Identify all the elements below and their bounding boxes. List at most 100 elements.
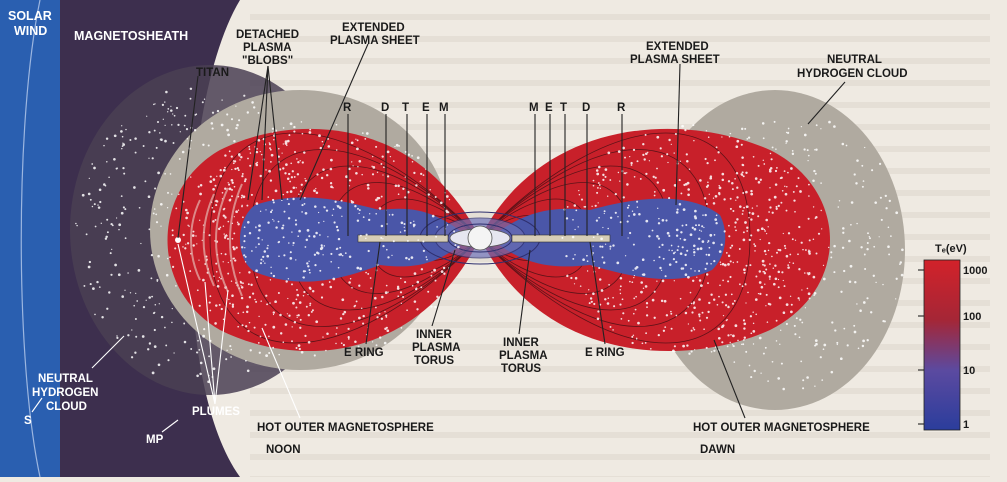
speckle-dot	[704, 197, 706, 199]
speckle-dot	[124, 208, 126, 210]
speckle-dot	[645, 285, 648, 288]
speckle-dot	[645, 134, 647, 136]
speckle-dot	[742, 164, 744, 166]
speckle-dot	[245, 256, 247, 258]
speckle-dot	[160, 225, 161, 226]
speckle-dot	[814, 345, 816, 347]
speckle-dot	[881, 219, 883, 221]
speckle-dot	[705, 268, 707, 270]
speckle-dot	[189, 270, 191, 272]
speckle-dot	[636, 201, 638, 203]
speckle-dot	[688, 353, 690, 355]
speckle-dot	[725, 304, 727, 306]
speckle-dot	[371, 166, 372, 167]
speckle-dot	[739, 205, 742, 208]
speckle-dot	[138, 269, 141, 272]
speckle-dot	[118, 229, 120, 231]
speckle-dot	[88, 193, 91, 196]
speckle-dot	[237, 167, 239, 169]
speckle-dot	[148, 228, 150, 230]
speckle-dot	[296, 347, 298, 349]
speckle-dot	[768, 211, 770, 213]
speckle-dot	[198, 260, 199, 261]
speckle-dot	[694, 217, 697, 220]
speckle-dot	[270, 272, 272, 274]
speckle-dot	[318, 134, 321, 137]
speckle-dot	[241, 286, 243, 288]
speckle-dot	[417, 156, 420, 159]
speckle-dot	[116, 217, 117, 218]
speckle-dot	[850, 224, 852, 226]
speckle-dot	[775, 183, 778, 186]
speckle-dot	[823, 265, 824, 266]
speckle-dot	[291, 340, 293, 342]
speckle-dot	[638, 213, 641, 216]
speckle-dot	[794, 333, 796, 335]
speckle-dot	[291, 283, 293, 285]
speckle-dot	[619, 180, 620, 181]
speckle-dot	[341, 298, 344, 301]
speckle-dot	[272, 131, 273, 132]
speckle-dot	[349, 256, 352, 259]
speckle-dot	[349, 185, 350, 186]
speckle-dot	[687, 306, 689, 308]
speckle-dot	[608, 297, 610, 299]
speckle-dot	[157, 172, 160, 175]
speckle-dot	[214, 322, 217, 325]
speckle-dot	[123, 206, 125, 208]
speckle-dot	[574, 204, 577, 207]
speckle-dot	[787, 172, 788, 173]
speckle-dot	[258, 224, 261, 227]
speckle-dot	[377, 197, 380, 200]
speckle-dot	[808, 195, 810, 197]
speckle-dot	[706, 347, 708, 349]
speckle-dot	[208, 234, 210, 236]
speckle-dot	[870, 311, 872, 313]
speckle-dot	[790, 167, 793, 170]
speckle-dot	[209, 310, 211, 312]
speckle-dot	[175, 285, 177, 287]
speckle-dot	[643, 158, 645, 160]
speckle-dot	[706, 162, 708, 164]
speckle-dot	[734, 178, 736, 180]
speckle-dot	[123, 173, 125, 175]
speckle-dot	[221, 308, 223, 310]
speckle-dot	[151, 254, 153, 256]
speckle-dot	[749, 365, 751, 367]
speckle-dot	[222, 192, 224, 194]
speckle-dot	[724, 230, 726, 232]
speckle-dot	[215, 263, 217, 265]
speckle-dot	[752, 311, 753, 312]
speckle-dot	[808, 155, 810, 157]
speckle-dot	[755, 314, 757, 316]
speckle-dot	[443, 267, 445, 269]
speckle-dot	[285, 142, 288, 145]
speckle-dot	[784, 245, 786, 247]
speckle-dot	[232, 246, 234, 248]
speckle-dot	[685, 224, 687, 226]
speckle-dot	[243, 254, 245, 256]
speckle-dot	[742, 343, 744, 345]
speckle-dot	[646, 302, 648, 304]
speckle-dot	[96, 281, 98, 283]
speckle-dot	[300, 190, 302, 192]
speckle-dot	[147, 348, 149, 350]
speckle-dot	[854, 281, 856, 283]
speckle-dot	[244, 247, 245, 248]
speckle-dot	[152, 372, 155, 375]
speckle-dot	[299, 327, 301, 329]
speckle-dot	[814, 292, 817, 295]
speckle-dot	[142, 335, 145, 338]
speckle-dot	[92, 206, 94, 208]
speckle-dot	[640, 291, 643, 294]
speckle-dot	[164, 140, 167, 143]
speckle-dot	[148, 131, 150, 133]
speckle-dot	[293, 242, 295, 244]
speckle-dot	[693, 301, 695, 303]
speckle-dot	[758, 165, 760, 167]
speckle-dot	[596, 192, 598, 194]
speckle-dot	[435, 196, 437, 198]
speckle-dot	[864, 254, 866, 256]
speckle-dot	[593, 185, 595, 187]
speckle-dot	[299, 348, 301, 350]
